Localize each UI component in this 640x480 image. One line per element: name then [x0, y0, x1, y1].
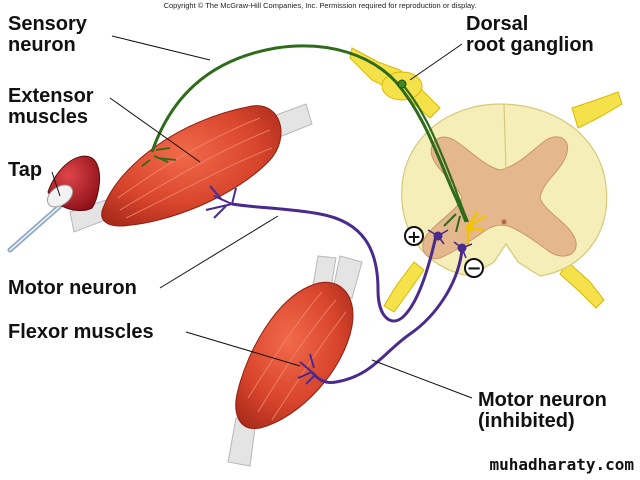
watermark: muhadharaty.com: [489, 455, 635, 474]
excitatory-symbol-circle: [404, 226, 424, 246]
dorsal-median-sulcus: [503, 103, 507, 171]
label-motor-neuron: Motor neuron: [8, 277, 137, 299]
label-sensory-neuron-line2: neuron: [8, 34, 76, 56]
extensor-muscle: [69, 103, 313, 233]
label-dorsal-root-ganglion-line2: root ganglion: [466, 34, 594, 56]
inhibitory-symbol-circle: [464, 258, 484, 278]
spinal-cord-gray-matter: [422, 136, 577, 260]
label-motor-neuron-inhibited-line2: (inhibited): [478, 410, 575, 432]
label-flexor-muscles: Flexor muscles: [8, 321, 154, 343]
inhibitory-interneuron: [465, 211, 487, 246]
copyright-notice: Copyright © The McGraw-Hill Companies, I…: [163, 1, 477, 10]
label-dorsal-root-ganglion-line1: Dorsal: [466, 13, 529, 35]
label-extensor-muscles-line1: Extensor: [8, 85, 94, 107]
sensory-receptor-endings: [141, 147, 177, 167]
sensory-cell-body: [397, 79, 407, 89]
label-dorsal-root-ganglion: Dorsal root ganglion: [466, 14, 594, 56]
label-motor-neuron-inhibited: Motor neuron (inhibited): [478, 390, 607, 432]
label-extensor-muscles: Extensor muscles: [8, 86, 94, 128]
inhibited-motor-neuron-fiber: [310, 249, 464, 384]
reflex-hammer: [7, 155, 100, 253]
label-sensory-neuron-line1: Sensory: [8, 13, 87, 35]
inhibitory-symbol: −: [466, 258, 481, 279]
label-sensory-neuron: Sensory neuron: [8, 14, 87, 56]
label-extensor-muscles-line2: muscles: [8, 106, 89, 128]
motor-neuron-fiber: [231, 202, 438, 323]
central-canal: [501, 219, 507, 225]
flexor-muscle: [227, 255, 363, 467]
label-motor-neuron-inhibited-line1: Motor neuron: [478, 389, 607, 411]
leader-lines: [51, 35, 473, 399]
label-tap: Tap: [8, 159, 43, 181]
excitatory-symbol: +: [407, 228, 421, 248]
sensory-neuron-fiber: [150, 44, 468, 223]
